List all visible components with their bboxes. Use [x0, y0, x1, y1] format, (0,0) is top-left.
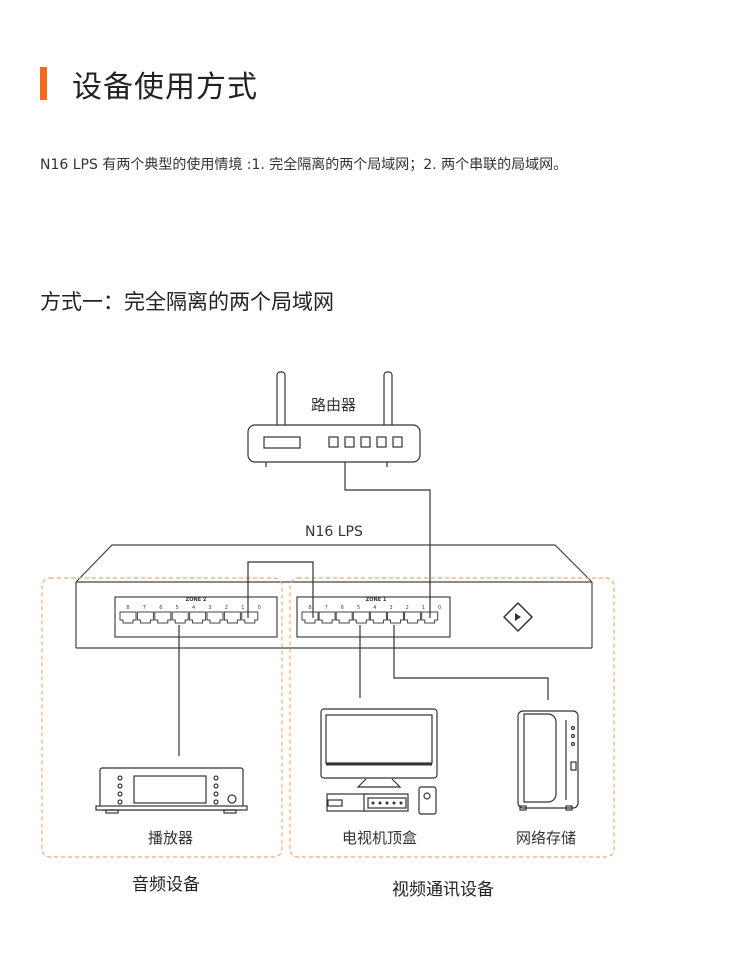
ethernet-port-icon [136, 611, 154, 624]
stb-button-dot [399, 801, 403, 805]
audio-group-label: 音频设备 [132, 875, 200, 895]
port-number: 0 [258, 605, 261, 611]
cables [178, 462, 549, 756]
zone-audio-box [41, 577, 283, 858]
ethernet-port-icon [301, 611, 319, 624]
stb-button-dot [392, 801, 396, 805]
stb-button-dot [378, 801, 382, 805]
port-number: 8 [126, 605, 129, 611]
ethernet-port-icon [223, 611, 241, 624]
logo-icon [503, 602, 533, 632]
intro-text: N16 LPS 有两个典型的使用情境 :1. 完全隔离的两个局域网；2. 两个串… [40, 157, 568, 173]
port-number: 2 [225, 605, 228, 611]
port-number: 6 [341, 605, 344, 611]
ports-zone1 [301, 611, 439, 624]
stb-dots [371, 801, 403, 805]
stb-button-dot [371, 801, 375, 805]
cable-zone2-to-zone1-bridge [247, 561, 314, 618]
nas-icon [517, 710, 579, 811]
port-number: 8 [308, 605, 311, 611]
port-number: 4 [192, 605, 195, 611]
ethernet-port-icon [369, 611, 387, 624]
zone2-label: ZONE 2 [186, 597, 207, 603]
player-label: 播放器 [148, 829, 194, 847]
stb-label: 电视机顶盒 [342, 829, 418, 847]
port-number: 4 [373, 605, 376, 611]
zone1-port-numbers: 8 7 6 5 4 3 2 1 0 [308, 605, 441, 611]
video-group-label: 视频通讯设备 [392, 880, 494, 900]
port-number: 7 [325, 605, 328, 611]
port-number: 0 [438, 605, 441, 611]
port-number: 2 [406, 605, 409, 611]
ethernet-port-icon [206, 611, 224, 624]
ethernet-port-icon [335, 611, 353, 624]
cable-zone1-to-nas [393, 625, 549, 700]
port-number: 3 [208, 605, 211, 611]
zone-video-box [289, 577, 615, 858]
port-number: 7 [143, 605, 146, 611]
ethernet-port-icon [241, 611, 259, 624]
section-title: 方式一：完全隔离的两个局域网 [40, 290, 334, 314]
switch-label: N16 LPS [305, 524, 363, 540]
router-icon [247, 371, 421, 467]
ethernet-port-icon [352, 611, 370, 624]
zone1-label: ZONE 1 [366, 597, 387, 603]
ethernet-port-icon [387, 611, 404, 624]
player-icon [95, 767, 248, 814]
ethernet-port-icon [154, 611, 172, 624]
ports-zone2 [119, 611, 259, 624]
ethernet-port-icon [421, 611, 439, 624]
port-number: 1 [422, 605, 425, 611]
page-title: 设备使用方式 [72, 70, 258, 105]
switch-icon [75, 544, 593, 649]
port-number: 5 [176, 605, 179, 611]
port-number: 5 [357, 605, 360, 611]
cable-router-to-zone1 [344, 462, 431, 618]
ethernet-port-icon [119, 611, 137, 624]
tv-stb-icon [320, 708, 438, 815]
title-accent-bar [40, 67, 47, 100]
stb-button-dot [385, 801, 389, 805]
router-label: 路由器 [311, 396, 357, 414]
port-number: 1 [241, 605, 244, 611]
nas-label: 网络存储 [516, 829, 577, 847]
ethernet-port-icon [404, 611, 422, 624]
zone2-port-numbers: 8 7 6 5 4 3 2 1 0 [126, 605, 260, 611]
ethernet-port-icon [171, 611, 189, 624]
port-number: 3 [389, 605, 392, 611]
port-number: 6 [159, 605, 162, 611]
ethernet-port-icon [318, 611, 336, 624]
ethernet-port-icon [189, 611, 207, 624]
